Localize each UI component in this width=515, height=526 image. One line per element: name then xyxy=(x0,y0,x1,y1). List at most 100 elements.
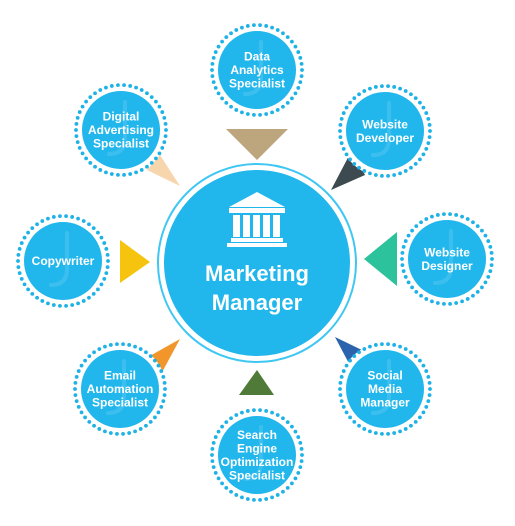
email-automation-specialist-ring-dot xyxy=(127,431,132,435)
digital-advertising-specialist-ring-dot xyxy=(116,173,120,177)
email-automation-specialist-ring-dot xyxy=(92,350,96,355)
email-automation-specialist-ring-dot xyxy=(163,387,167,391)
data-analytics-specialist-ring-dot xyxy=(224,35,229,40)
website-developer-ring-dot xyxy=(409,92,413,97)
social-media-manager-label-line: Media xyxy=(368,382,402,396)
copywriter-ring-dot xyxy=(58,304,62,308)
social-media-manager-ring-dot xyxy=(418,415,422,420)
data-analytics-specialist-ring-dot xyxy=(216,44,221,49)
email-automation-specialist-ring-dot xyxy=(153,415,157,420)
data-analytics-specialist-ring-dot xyxy=(264,24,269,28)
data-analytics-specialist-ring-dot xyxy=(298,80,303,85)
data-analytics-specialist-ring-dot xyxy=(298,55,303,60)
email-automation-specialist-ring-dot xyxy=(79,410,84,415)
digital-advertising-specialist-ring-dot xyxy=(162,140,167,145)
email-automation-specialist-ring-dot xyxy=(76,405,81,409)
website-developer-ring-dot xyxy=(392,173,397,177)
social-media-manager-ring-dot xyxy=(428,387,432,391)
email-automation-specialist-ring-dot xyxy=(138,427,143,431)
watermark-icon xyxy=(49,231,69,287)
email-automation-specialist-ring-dot xyxy=(83,415,87,420)
copywriter-ring-dot xyxy=(96,287,100,292)
search-engine-optimization-specialist-ring-dot xyxy=(213,435,218,439)
website-designer-pointer xyxy=(364,232,397,286)
email-automation-specialist-ring-dot xyxy=(162,393,167,398)
search-engine-optimization-specialist-pointer xyxy=(239,370,274,395)
email-automation-specialist-ring-dot xyxy=(127,343,132,347)
data-analytics-specialist-ring-dot xyxy=(285,35,290,40)
search-engine-optimization-specialist-label-line: Specialist xyxy=(229,468,285,482)
website-developer-ring-dot xyxy=(357,165,361,170)
digital-advertising-specialist-ring-dot xyxy=(88,95,93,100)
website-developer-ring-dot xyxy=(341,111,346,115)
website-developer-ring-dot xyxy=(392,85,397,89)
bank-building-icon xyxy=(227,192,287,247)
digital-advertising-specialist-ring-dot xyxy=(128,84,133,88)
digital-advertising-specialist-ring-dot xyxy=(104,85,108,90)
search-engine-optimization-specialist-ring-dot xyxy=(216,429,221,434)
digital-advertising-specialist-ring-dot xyxy=(139,88,144,92)
search-engine-optimization-specialist-ring-dot xyxy=(224,485,229,490)
watermark-icon xyxy=(243,425,263,481)
digital-advertising-specialist-ring-dot xyxy=(80,151,85,156)
copywriter-ring-dot xyxy=(70,215,75,219)
social-media-manager-ring-dot xyxy=(421,410,426,415)
digital-advertising-specialist-ring-dot xyxy=(74,134,79,139)
search-engine-optimization-specialist-ring-dot xyxy=(285,485,290,490)
website-designer-ring-dot xyxy=(489,263,494,268)
website-designer-circle xyxy=(408,220,486,298)
social-media-manager-ring-dot xyxy=(398,429,402,434)
data-analytics-specialist-label-line: Data xyxy=(244,50,270,64)
email-automation-specialist-ring-dot xyxy=(156,363,161,368)
email-automation-specialist-ring-dot xyxy=(87,419,92,424)
website-designer-ring-dot xyxy=(475,224,480,229)
search-engine-optimization-specialist-ring-dot xyxy=(290,424,294,429)
email-automation-specialist-ring-dot xyxy=(73,380,78,385)
social-media-manager-ring-dot xyxy=(409,350,413,355)
data-analytics-specialist-label-line: Analytics xyxy=(230,63,284,77)
data-analytics-specialist-ring-dot xyxy=(258,113,262,117)
data-analytics-specialist-ring-dot xyxy=(210,74,215,79)
central-hub-outline xyxy=(157,163,357,363)
digital-advertising-specialist-ring-dot xyxy=(84,156,88,161)
data-analytics-specialist-ring-dot xyxy=(220,96,224,101)
website-designer-ring-dot xyxy=(490,257,494,261)
copywriter-ring-dot xyxy=(35,222,39,227)
email-automation-specialist-ring-dot xyxy=(121,342,125,346)
search-engine-optimization-specialist-ring-dot xyxy=(264,409,269,413)
website-designer-ring-dot xyxy=(430,299,434,304)
website-designer-ring-dot xyxy=(406,233,411,238)
search-engine-optimization-specialist-ring-dot xyxy=(216,476,221,481)
copywriter-ring-dot xyxy=(104,271,109,276)
email-automation-specialist-ring-dot xyxy=(97,427,102,431)
search-engine-optimization-specialist-ring-dot xyxy=(220,424,224,429)
digital-advertising-specialist-ring-dot xyxy=(93,91,97,96)
digital-advertising-specialist-ring-dot xyxy=(116,83,120,87)
social-media-manager-ring-dot xyxy=(409,423,413,428)
digital-advertising-specialist-ring-dot xyxy=(154,156,158,161)
website-developer-ring-dot xyxy=(352,161,357,166)
search-engine-optimization-specialist-ring-dot xyxy=(211,465,216,470)
search-engine-optimization-specialist-ring-dot xyxy=(293,476,298,481)
digital-advertising-specialist-ring-dot xyxy=(74,121,79,126)
copywriter-ring-dot xyxy=(17,271,22,276)
data-analytics-specialist-ring-dot xyxy=(299,74,304,79)
social-media-manager-ring-dot xyxy=(344,363,349,368)
search-engine-optimization-specialist-ring-dot xyxy=(210,453,214,457)
email-automation-specialist-ring-dot xyxy=(115,432,119,436)
social-media-manager-ring-dot xyxy=(392,343,397,347)
website-designer-ring-dot xyxy=(460,214,464,219)
search-engine-optimization-specialist-ring-dot xyxy=(229,416,233,421)
copywriter-ring-dot xyxy=(87,222,91,227)
digital-advertising-specialist-ring-dot xyxy=(75,115,80,120)
data-analytics-specialist-label-line: Specialist xyxy=(229,77,285,91)
website-designer-ring-dot xyxy=(401,244,406,249)
website-designer-ring-dot xyxy=(471,293,475,298)
search-engine-optimization-specialist-ring-dot xyxy=(245,409,250,413)
social-media-manager-ring-dot xyxy=(357,350,361,355)
email-automation-specialist-ring-dot xyxy=(162,380,167,385)
copywriter-ring-dot xyxy=(58,214,62,219)
digital-advertising-specialist-ring-dot xyxy=(149,160,154,165)
email-automation-specialist-ring-dot xyxy=(133,344,137,349)
website-developer-ring-dot xyxy=(338,129,342,133)
